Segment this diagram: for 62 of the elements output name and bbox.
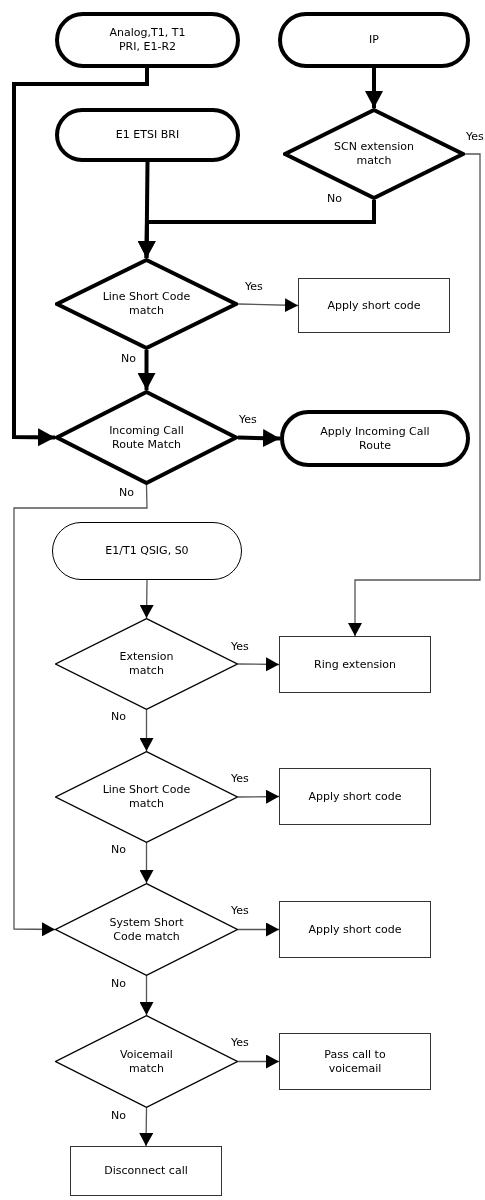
terminal-pill — [55, 12, 240, 68]
decision-diamond — [55, 258, 238, 350]
process-box — [279, 901, 431, 958]
edge-label: No — [110, 977, 127, 990]
node-label: Apply short code — [308, 922, 402, 937]
edge-label: No — [326, 192, 343, 205]
edge-label: Yes — [230, 772, 250, 785]
node-label: Apply short code — [327, 298, 421, 313]
edge-label: Yes — [244, 280, 264, 293]
node-label: Ring extension — [314, 657, 396, 672]
arrow — [237, 922, 280, 937]
node-label: Voicemail match — [119, 1047, 174, 1076]
node-label: IP — [369, 33, 379, 47]
arrow — [139, 842, 154, 884]
node-label: E1/T1 QSIG, S0 — [105, 544, 189, 558]
process-box — [70, 1146, 222, 1196]
process-box — [298, 278, 450, 333]
arrow — [139, 709, 154, 752]
arrow — [237, 789, 280, 804]
process-box — [279, 1033, 431, 1090]
node-label: Disconnect call — [104, 1164, 188, 1178]
arrow — [137, 161, 156, 259]
process-box — [279, 768, 431, 825]
node-label: Incoming Call Route Match — [108, 423, 185, 452]
arrow — [237, 1054, 280, 1069]
process-box — [279, 636, 431, 693]
terminal-pill — [278, 12, 470, 68]
edge-label: Yes — [230, 1036, 250, 1049]
arrow — [12, 68, 149, 447]
arrow — [139, 975, 154, 1016]
edge-label: Yes — [230, 904, 250, 917]
decision-diamond — [55, 390, 238, 485]
decision-diamond — [283, 108, 465, 200]
edge-label: No — [110, 710, 127, 723]
edge-label: Yes — [230, 640, 250, 653]
edge-label: No — [110, 1109, 127, 1122]
terminal-pill — [55, 108, 240, 162]
node-label: Line Short Code match — [101, 290, 192, 318]
node-label: Apply short code — [308, 789, 402, 804]
node-label: Apply Incoming Call Route — [319, 424, 431, 453]
edge-label: No — [120, 352, 137, 365]
arrow — [365, 68, 383, 108]
edge-label: No — [110, 843, 127, 856]
arrow — [139, 579, 154, 619]
node-label: System Short Code match — [108, 915, 185, 944]
node-label: SCN extension match — [334, 140, 414, 168]
arrow — [237, 657, 280, 672]
node-label: Analog,T1, T1 PRI, E1-R2 — [108, 26, 187, 54]
arrow — [237, 298, 299, 313]
node-label: E1 ETSI BRI — [115, 128, 180, 142]
edge-label: No — [118, 486, 135, 499]
arrow — [13, 484, 148, 937]
terminal-pill — [280, 410, 470, 467]
arrow — [237, 429, 281, 448]
node-label: Line Short Code match — [101, 783, 192, 811]
node-label: Extension match — [118, 650, 175, 678]
edge-label: Yes — [465, 130, 485, 143]
arrow — [348, 153, 481, 637]
arrow — [137, 350, 156, 390]
arrow — [139, 1107, 154, 1147]
node-label: Pass call to voicemail — [323, 1047, 387, 1076]
edge-label: Yes — [238, 413, 258, 426]
